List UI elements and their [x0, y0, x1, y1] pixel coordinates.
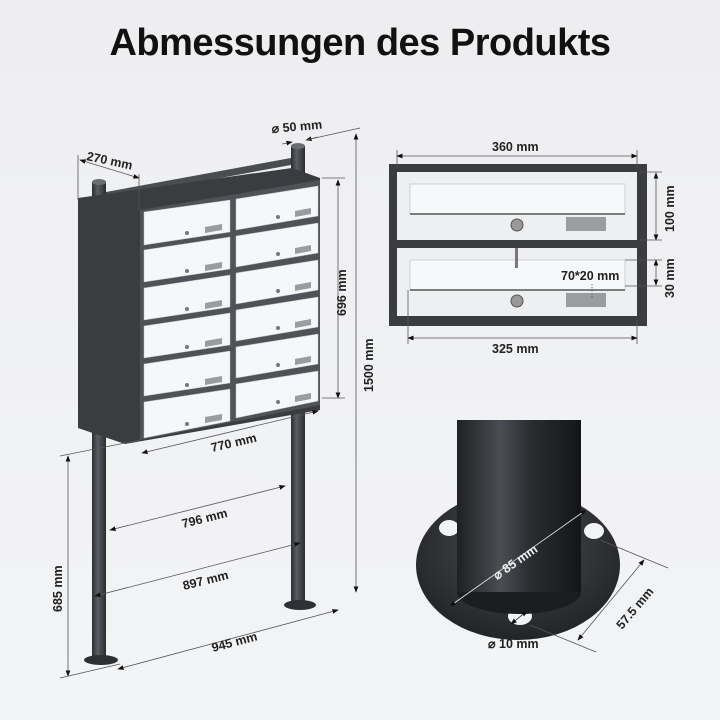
foot-distance-label: 945 mm	[210, 629, 259, 655]
base-dimension-lines	[449, 509, 669, 653]
total-height-label: 1500 mm	[362, 338, 376, 392]
hole-distance-label: 57.5 mm	[614, 585, 657, 632]
hole-diameter-label: ⌀ 10 mm	[488, 637, 539, 651]
main-dimension-lines	[59, 127, 361, 679]
front-box-height-label: 100 mm	[663, 185, 677, 232]
box-width-label: 770 mm	[210, 431, 259, 455]
box-height-label: 696 mm	[335, 269, 349, 316]
mailbox-front-detail	[389, 164, 647, 326]
slot-height-label: 30 mm	[663, 258, 677, 298]
front-inner-width-label: 325 mm	[492, 342, 539, 356]
mailbox-grid	[143, 185, 319, 439]
front-width-label: 360 mm	[492, 140, 539, 154]
inner-post-distance-label: 796 mm	[180, 506, 229, 531]
post-diameter-label: ⌀ 50 mm	[271, 118, 323, 136]
base-plate-detail	[416, 420, 620, 640]
nameplate-size-label: 70*20 mm	[561, 269, 619, 283]
page-title: Abmessungen des Produkts	[109, 22, 611, 64]
front-dimension-lines	[396, 150, 662, 344]
leg-height-label: 685 mm	[51, 565, 65, 612]
